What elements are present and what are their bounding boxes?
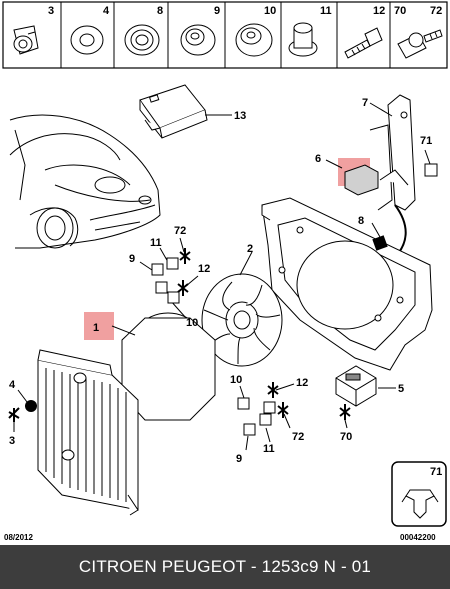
callout-6: 6 — [315, 153, 321, 165]
fan-motor-assembly — [121, 312, 216, 421]
bushing-icon-9 — [180, 24, 216, 56]
header-label-4: 4 — [103, 5, 110, 17]
grommet-icon — [124, 24, 160, 56]
grommet-8 — [372, 235, 388, 251]
header-label-3: 3 — [48, 5, 54, 17]
header-label-12: 12 — [373, 5, 385, 17]
leader-7 — [369, 102, 393, 117]
fan-assembly-highlight — [84, 312, 114, 340]
screw-cap-3 — [8, 407, 20, 422]
relay-component — [344, 164, 379, 196]
callout-9b: 9 — [236, 453, 242, 465]
callout-72b: 72 — [292, 431, 304, 443]
bolt-icon — [344, 27, 383, 59]
callout-2: 2 — [247, 243, 253, 255]
callout-5: 5 — [398, 383, 404, 395]
hardware-cluster-upper — [139, 237, 199, 319]
clip-inset — [391, 461, 447, 527]
callout-70: 70 — [340, 431, 352, 443]
callout-13: 13 — [234, 110, 246, 122]
footer-bar: CITROEN PEUGEOT - 1253c9 N - 01 — [0, 545, 450, 589]
footer-title: CITROEN PEUGEOT - 1253c9 N - 01 — [78, 557, 372, 576]
spacer-icon — [288, 22, 318, 57]
leader-8 — [371, 222, 381, 238]
car-outline — [9, 114, 161, 249]
leader-4 — [17, 389, 28, 403]
date-code: 08/2012 — [4, 533, 33, 542]
parts-diagram: 3 4 8 9 10 11 12 70 72 — [2, 1, 448, 542]
relay-module — [139, 84, 208, 139]
header-label-70: 70 — [394, 5, 406, 17]
screw-72a — [179, 248, 191, 264]
callout-12b: 12 — [296, 377, 308, 389]
header-label-8: 8 — [157, 5, 163, 17]
callout-11a: 11 — [150, 237, 162, 249]
callout-72a: 72 — [174, 225, 186, 237]
fan-shroud — [261, 197, 433, 371]
bolt-12a — [177, 280, 189, 296]
washer-icon — [70, 25, 104, 55]
screw-icon — [397, 29, 443, 59]
leader-70 — [344, 419, 348, 429]
screw-72b — [277, 402, 289, 418]
clip-71 — [424, 163, 438, 177]
washer-4 — [25, 400, 37, 412]
leader-71 — [424, 149, 431, 165]
header-label-9: 9 — [214, 5, 220, 17]
resistor-module — [335, 365, 377, 407]
leader-6 — [325, 159, 343, 169]
fan-blade — [201, 273, 283, 367]
header-parts-row — [2, 1, 448, 69]
hardware-cluster-lower — [237, 383, 295, 451]
callout-12a: 12 — [198, 263, 210, 275]
header-label-11: 11 — [320, 5, 332, 17]
header-label-72: 72 — [430, 5, 442, 17]
callout-7: 7 — [362, 97, 368, 109]
radiator — [37, 349, 139, 516]
callout-10b: 10 — [230, 374, 242, 386]
screw-70 — [339, 404, 351, 420]
header-label-10: 10 — [264, 5, 276, 17]
screw-cap-icon — [13, 25, 39, 55]
callout-11b: 11 — [263, 443, 275, 455]
inset-label-71: 71 — [430, 466, 442, 478]
callout-1: 1 — [93, 322, 99, 334]
leader-2 — [239, 251, 253, 276]
leader-1 — [111, 325, 136, 336]
callout-4: 4 — [9, 379, 16, 391]
callout-3: 3 — [9, 435, 15, 447]
callout-10a: 10 — [186, 317, 198, 329]
mounting-bracket — [369, 94, 416, 211]
callout-8: 8 — [358, 215, 364, 227]
drawing-code: 00042200 — [400, 533, 436, 542]
bolt-12b — [267, 382, 279, 398]
callout-71: 71 — [420, 135, 432, 147]
bushing-icon-10 — [235, 23, 273, 57]
callout-9a: 9 — [129, 253, 135, 265]
